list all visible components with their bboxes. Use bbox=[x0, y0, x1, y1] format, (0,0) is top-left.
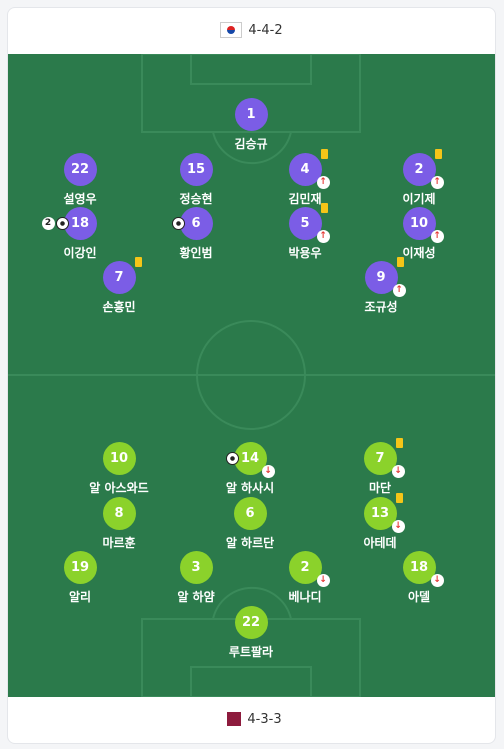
player-name: 베나디 bbox=[288, 590, 322, 604]
home-player[interactable]: 22 설영우 bbox=[35, 153, 125, 207]
player-number-disc: 6 bbox=[171, 207, 213, 240]
substitution-up-arrow-icon: ↑ bbox=[316, 176, 330, 189]
home-player[interactable]: 4 ↑ 김민재 bbox=[260, 149, 350, 207]
away-player[interactable]: 13 ↓ 아테데 bbox=[335, 493, 425, 551]
home-player[interactable]: 1 김승규 bbox=[206, 98, 296, 152]
home-player[interactable]: 15 정승현 bbox=[151, 153, 241, 207]
player-name: 알 하얌 bbox=[177, 590, 215, 604]
substitution-down-arrow-icon: ↓ bbox=[391, 465, 405, 478]
home-player[interactable]: 10 ↑ 이재성 bbox=[374, 207, 464, 261]
player-number-disc: 18 ↓ bbox=[402, 551, 444, 587]
player-number-disc: 15 bbox=[179, 153, 213, 186]
player-number-disc: 14 ↓ bbox=[225, 442, 275, 478]
player-name: 정승현 bbox=[179, 192, 213, 206]
away-player[interactable]: 19 알리 bbox=[35, 551, 125, 605]
player-number-disc: 10 bbox=[102, 442, 136, 475]
player-number-disc: 18 2 bbox=[41, 207, 97, 240]
away-player[interactable]: 3 알 하얌 bbox=[151, 551, 241, 605]
player-name: 마르훈 bbox=[102, 536, 136, 550]
player-name: 김민재 bbox=[288, 192, 322, 206]
substitution-down-arrow-icon: ↓ bbox=[316, 574, 330, 587]
lineup-card: 4-4-2 1 김승규 22 설영우 bbox=[7, 7, 496, 744]
away-formation: 4-3-3 bbox=[247, 711, 282, 727]
south-korea-flag-icon bbox=[220, 22, 243, 38]
player-number-disc: 22 bbox=[63, 153, 97, 186]
yellow-card-icon bbox=[320, 149, 328, 159]
away-player[interactable]: 6 알 하르단 bbox=[205, 497, 295, 551]
player-number-disc: 2 ↑ bbox=[402, 149, 444, 189]
away-player[interactable]: 14 ↓ 알 하사시 bbox=[205, 442, 295, 496]
player-number-disc: 3 bbox=[179, 551, 213, 584]
player-number-disc: 9 ↑ bbox=[364, 257, 406, 297]
substitution-down-arrow-icon: ↓ bbox=[430, 574, 444, 587]
away-player[interactable]: 22 루트팔라 bbox=[206, 606, 296, 660]
substitution-up-arrow-icon: ↑ bbox=[392, 284, 406, 297]
away-player[interactable]: 2 ↓ 베나디 bbox=[260, 551, 350, 605]
player-number-disc: 6 bbox=[233, 497, 267, 530]
substitution-up-arrow-icon: ↑ bbox=[430, 230, 444, 243]
home-player[interactable]: 7 손흥민 bbox=[74, 257, 164, 315]
player-name: 김승규 bbox=[234, 137, 268, 151]
player-number-disc: 7 ↓ bbox=[363, 438, 405, 478]
player-name: 아델 bbox=[407, 590, 431, 604]
player-number-disc: 4 ↑ bbox=[288, 149, 330, 189]
player-name: 알 하르단 bbox=[225, 536, 275, 550]
yellow-card-icon bbox=[396, 257, 404, 267]
yellow-card-icon bbox=[134, 257, 142, 267]
home-formation: 4-4-2 bbox=[248, 22, 283, 38]
home-player[interactable]: 9 ↑ 조규성 bbox=[336, 257, 426, 315]
away-player[interactable]: 18 ↓ 아델 bbox=[374, 551, 464, 605]
away-player[interactable]: 8 마르훈 bbox=[74, 497, 164, 551]
player-name: 황인범 bbox=[179, 246, 213, 260]
substitution-down-arrow-icon: ↓ bbox=[391, 520, 405, 533]
player-name: 설영우 bbox=[63, 192, 97, 206]
away-player[interactable]: 7 ↓ 마단 bbox=[335, 438, 425, 496]
player-name: 이강인 bbox=[63, 246, 97, 260]
player-name: 박용우 bbox=[288, 246, 322, 260]
player-number-disc: 19 bbox=[63, 551, 97, 584]
player-number-disc: 5 ↑ bbox=[288, 203, 330, 243]
player-number-disc: 1 bbox=[234, 98, 268, 131]
player-name: 마단 bbox=[368, 481, 392, 495]
player-name: 이기제 bbox=[402, 192, 436, 206]
home-formation-bar: 4-4-2 bbox=[8, 8, 495, 52]
away-player[interactable]: 10 알 아스와드 bbox=[74, 442, 164, 496]
yellow-card-icon bbox=[434, 149, 442, 159]
soccer-ball-icon bbox=[171, 217, 185, 230]
player-name: 이재성 bbox=[402, 246, 436, 260]
yellow-card-icon bbox=[320, 203, 328, 213]
player-number-disc: 7 bbox=[102, 257, 142, 294]
yellow-card-icon bbox=[395, 493, 403, 503]
goal-count-badge: 2 bbox=[41, 217, 55, 230]
qatar-flag-icon bbox=[221, 712, 242, 726]
substitution-up-arrow-icon: ↑ bbox=[316, 230, 330, 243]
player-name: 알리 bbox=[68, 590, 92, 604]
player-name: 알 하사시 bbox=[225, 481, 275, 495]
home-player[interactable]: 2 ↑ 이기제 bbox=[374, 149, 464, 207]
player-number-disc: 10 ↑ bbox=[402, 207, 444, 243]
player-name: 손흥민 bbox=[102, 300, 136, 314]
player-name: 아테데 bbox=[363, 536, 397, 550]
away-formation-bar: 4-3-3 bbox=[8, 697, 495, 741]
player-number-disc: 2 ↓ bbox=[288, 551, 330, 587]
home-player[interactable]: 18 2 이강인 bbox=[35, 207, 125, 261]
yellow-card-icon bbox=[395, 438, 403, 448]
player-name: 알 아스와드 bbox=[89, 481, 149, 495]
home-player[interactable]: 6 황인범 bbox=[151, 207, 241, 261]
soccer-ball-icon bbox=[55, 217, 69, 230]
player-name: 조규성 bbox=[364, 300, 398, 314]
substitution-down-arrow-icon: ↓ bbox=[261, 465, 275, 478]
soccer-ball-icon bbox=[225, 452, 239, 465]
player-number-disc: 22 bbox=[234, 606, 268, 639]
player-number-disc: 8 bbox=[102, 497, 136, 530]
player-number-disc: 13 ↓ bbox=[363, 493, 405, 533]
substitution-up-arrow-icon: ↑ bbox=[430, 176, 444, 189]
player-name: 루트팔라 bbox=[228, 645, 274, 659]
home-player[interactable]: 5 ↑ 박용우 bbox=[260, 203, 350, 261]
soccer-pitch: 1 김승규 22 설영우 15 정승현 4 ↑ 김민재 2 ↑ 이기제 1 8 bbox=[8, 54, 495, 697]
